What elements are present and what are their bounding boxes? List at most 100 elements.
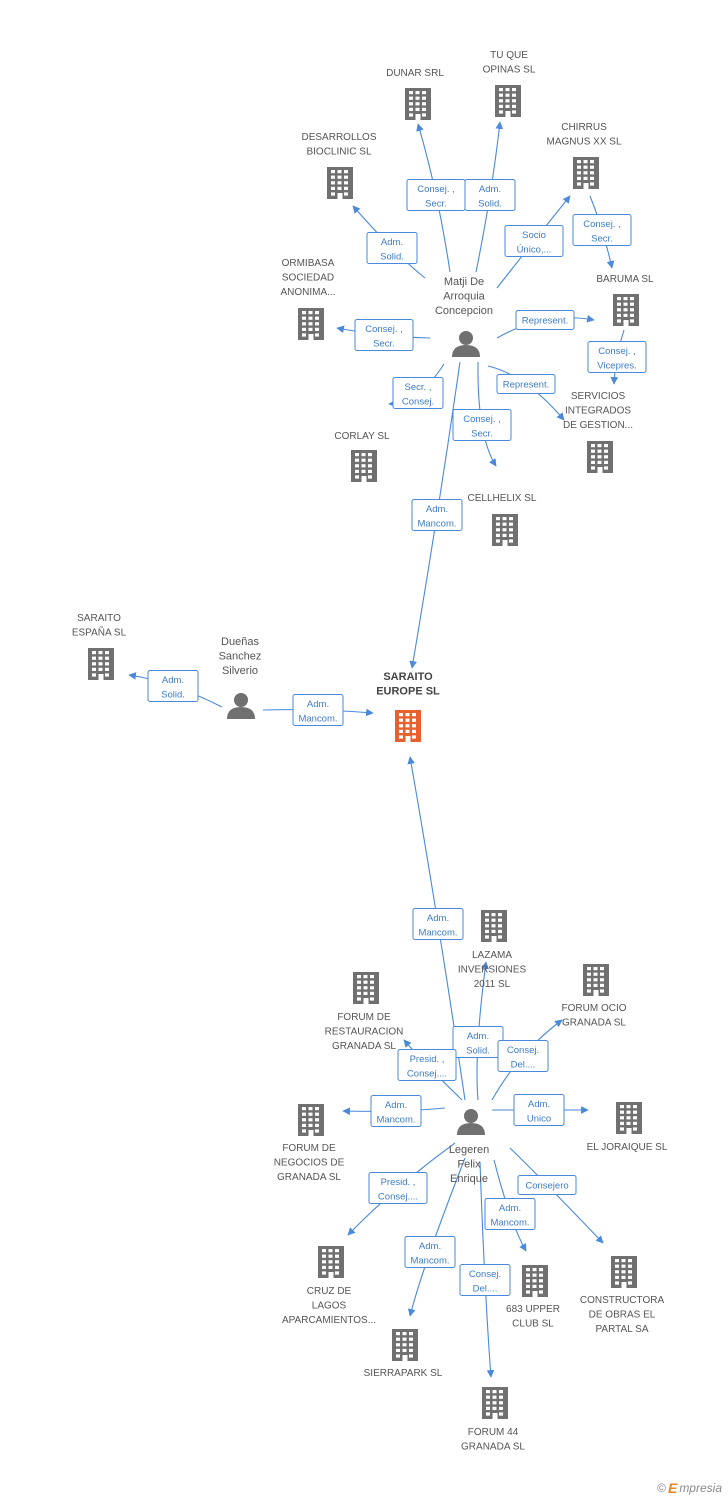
edge-label-text: Consej. ,Secr.	[417, 184, 455, 210]
company-building-icon[interactable]	[616, 1102, 642, 1134]
company-label: SIERRAPARK SL	[364, 1368, 443, 1379]
edge-label-text: Represent.	[522, 316, 568, 327]
company-building-icon[interactable]	[492, 514, 518, 546]
edge-label[interactable]: Consej.Del....	[497, 1040, 549, 1072]
company-building-icon[interactable]	[327, 167, 353, 199]
company-label: EL JORAIQUE SL	[587, 1142, 668, 1153]
company-building-icon[interactable]	[392, 1329, 418, 1361]
edge-label[interactable]: Adm.Mancom.	[411, 499, 463, 531]
edge-label-text: Adm.Mancom.	[417, 504, 456, 530]
company-building-icon[interactable]	[88, 648, 114, 680]
person-icon[interactable]	[452, 331, 480, 357]
edge-label[interactable]: Consej. ,Secr.	[406, 179, 466, 211]
company-building-icon[interactable]	[611, 1256, 637, 1288]
person-icon[interactable]	[457, 1109, 485, 1135]
edge-label[interactable]: Adm.Solid.	[464, 179, 516, 211]
company-label: CELLHELIX SL	[468, 493, 537, 504]
edge-label-text: Consejero	[525, 1181, 568, 1192]
edge-label[interactable]: Presid. ,Consej....	[368, 1172, 428, 1204]
company-label: CORLAY SL	[334, 431, 390, 442]
company-building-icon[interactable]	[351, 450, 377, 482]
edge-label-text: Adm.Mancom.	[490, 1203, 529, 1229]
edge-label[interactable]: Adm.Mancom.	[412, 908, 464, 940]
company-building-icon[interactable]	[353, 972, 379, 1004]
edge-label-text: Adm.Mancom.	[418, 913, 457, 939]
edge-label[interactable]: Adm.Mancom.	[404, 1236, 456, 1268]
company-building-icon[interactable]	[481, 910, 507, 942]
company-building-icon[interactable]	[573, 157, 599, 189]
edge-label[interactable]: Adm.Solid.	[366, 232, 418, 264]
edge-label[interactable]: Secr. ,Consej.	[392, 377, 444, 409]
edge-label[interactable]: Consejero	[517, 1175, 577, 1195]
edge-label-text: Adm.Mancom.	[298, 699, 337, 725]
edge-label-text: Consej. ,Secr.	[365, 324, 403, 350]
edge-label-text: Consej.Del....	[469, 1269, 501, 1295]
edge-label[interactable]: Presid. ,Consej....	[397, 1049, 457, 1081]
edge-label-text: Represent.	[503, 380, 549, 391]
company-label: DUNAR SRL	[386, 68, 444, 79]
edge-label-text: Secr. ,Consej.	[402, 382, 434, 408]
edge-label[interactable]: Consej. ,Secr.	[452, 409, 512, 441]
company-building-icon[interactable]	[583, 964, 609, 996]
edge-label[interactable]: Consej.Del....	[459, 1264, 511, 1296]
edge-label-text: Adm.Mancom.	[410, 1241, 449, 1267]
edge-label[interactable]: Represent.	[496, 374, 556, 394]
edge-label[interactable]: Adm.Mancom.	[370, 1095, 422, 1127]
edge-label-text: Adm.Solid.	[161, 675, 185, 701]
edge-label[interactable]: Adm.Solid.	[147, 670, 199, 702]
edge-label-text: Consej.Del....	[507, 1045, 539, 1071]
edge-label-text: Adm.Solid.	[466, 1031, 490, 1057]
edge-label[interactable]: Consej. ,Vicepres.	[587, 341, 647, 373]
company-building-icon[interactable]	[482, 1387, 508, 1419]
edge-label[interactable]: Adm.Solid.	[452, 1026, 504, 1058]
edge-label-text: Presid. ,Consej....	[378, 1177, 418, 1203]
edge-label[interactable]: Adm.Unico	[513, 1094, 565, 1126]
edge-label-text: Consej. ,Secr.	[463, 414, 501, 440]
company-building-icon[interactable]	[298, 1104, 324, 1136]
copyright-symbol: ©	[657, 1481, 666, 1495]
edge-label[interactable]: Adm.Mancom.	[484, 1198, 536, 1230]
edge-label[interactable]: Consej. ,Secr.	[354, 319, 414, 351]
edge-label-text: Presid. ,Consej....	[407, 1054, 447, 1080]
edge-label[interactable]: Represent.	[515, 310, 575, 330]
edge-label[interactable]: Consej. ,Secr.	[572, 214, 632, 246]
edge-label[interactable]: Adm.Mancom.	[292, 694, 344, 726]
person-icon[interactable]	[227, 693, 255, 719]
edge-label-text: Consej. ,Secr.	[583, 219, 621, 245]
company-building-icon[interactable]	[587, 441, 613, 473]
edge-label-text: Adm.Mancom.	[376, 1100, 415, 1126]
brand-logo-text[interactable]: mpresia	[679, 1481, 722, 1495]
edge-label-text: Adm.Solid.	[380, 237, 404, 263]
main-company-building-icon[interactable]	[395, 710, 421, 742]
company-building-icon[interactable]	[495, 85, 521, 117]
company-building-icon[interactable]	[613, 294, 639, 326]
edge-label-text: Consej. ,Vicepres.	[597, 346, 636, 372]
company-building-icon[interactable]	[522, 1265, 548, 1297]
brand-logo-letter[interactable]: E	[667, 1480, 678, 1496]
company-building-icon[interactable]	[318, 1246, 344, 1278]
company-label: BARUMA SL	[596, 274, 654, 285]
company-building-icon[interactable]	[298, 308, 324, 340]
edge-label-text: Adm.Solid.	[478, 184, 502, 210]
company-building-icon[interactable]	[405, 88, 431, 120]
